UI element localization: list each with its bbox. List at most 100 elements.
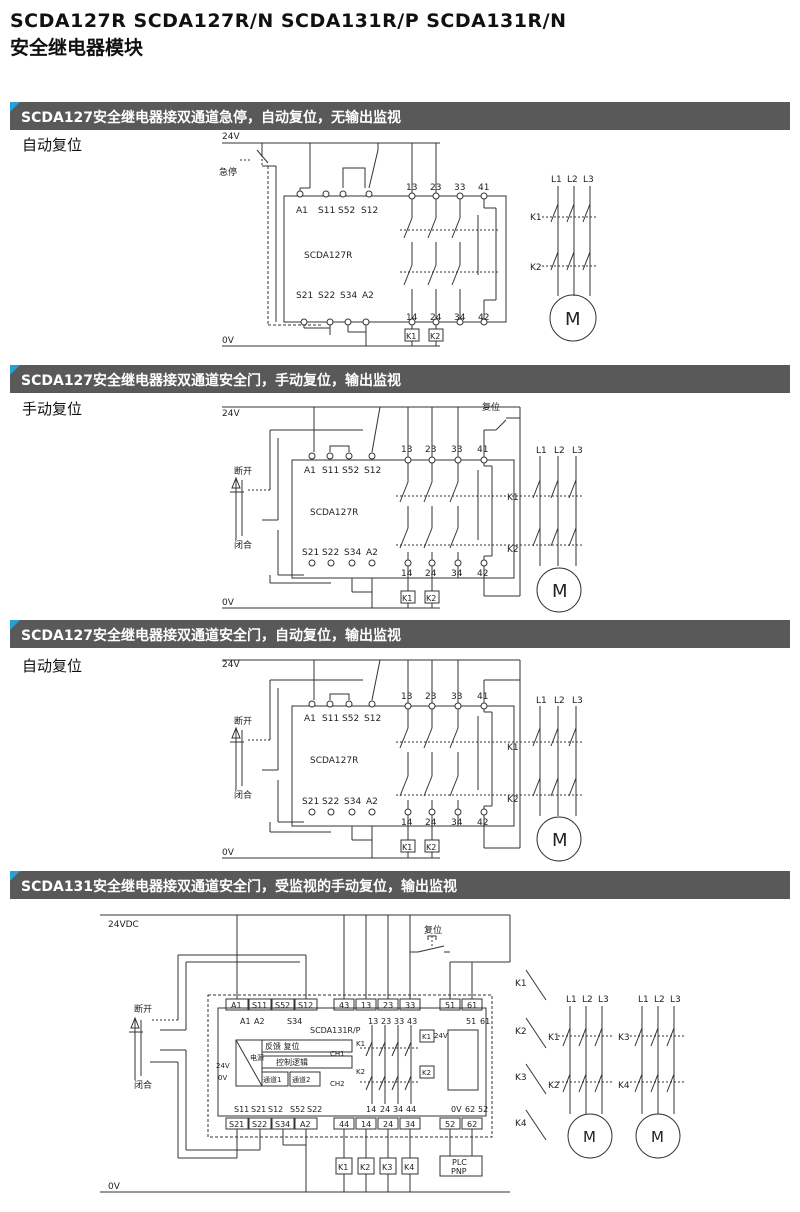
phase-label: L2: [554, 696, 565, 706]
contact-label: 14: [401, 818, 413, 828]
term-label: S11: [322, 714, 339, 724]
coil-box: [428, 328, 444, 342]
block-label: CH2: [330, 1080, 345, 1088]
section-title: SCDA127安全继电器接双通道安全门，自动复位，输出监视: [21, 628, 402, 644]
coil-label: K1: [338, 1163, 348, 1172]
coil-box: [424, 839, 440, 853]
term-label: S12: [364, 714, 381, 724]
term-label: 33: [405, 1001, 415, 1010]
module-label: SCDA127R: [310, 508, 358, 518]
contact-label: 33: [454, 183, 465, 193]
relay-module-box: [291, 705, 515, 827]
relay-module-box: [291, 459, 515, 579]
diagram-1: [222, 142, 597, 347]
contactor-label: K2: [515, 1027, 527, 1037]
module-label: SCDA131R/P: [310, 1026, 361, 1035]
coil-label: K2: [430, 332, 440, 341]
inner-term: 61: [480, 1017, 490, 1026]
term-label: 34: [405, 1120, 415, 1129]
inner-term: 0V: [451, 1105, 462, 1114]
phase-label: L1: [536, 696, 547, 706]
contact-label: 41: [477, 445, 488, 455]
inner-term: 51: [466, 1017, 476, 1026]
inner-term: 43: [407, 1017, 417, 1026]
coil-box: [424, 590, 440, 604]
term-label: S52: [275, 1001, 290, 1010]
contact-label: 13: [401, 445, 412, 455]
inner-term: 44: [406, 1105, 416, 1114]
inner-term: 24: [380, 1105, 390, 1114]
contact-label: 13: [406, 183, 417, 193]
term-label: 61: [467, 1001, 477, 1010]
coil-label: K4: [404, 1163, 414, 1172]
inner-term: 62: [465, 1105, 475, 1114]
plc-box: [439, 1155, 483, 1177]
inner-contactor: K1: [356, 1040, 365, 1048]
inner-term: S52: [290, 1105, 305, 1114]
term-label: S12: [298, 1001, 313, 1010]
page-subtitle: 安全继电器模块: [10, 37, 144, 59]
contact-label: 33: [451, 692, 462, 702]
phase-label: L2: [567, 175, 578, 185]
contactor-label: K1: [548, 1033, 560, 1043]
section-title: SCDA127安全继电器接双通道急停，自动复位，无输出监视: [21, 110, 402, 126]
contactor-label: K4: [515, 1119, 527, 1129]
contactor-label: K2: [507, 545, 519, 555]
term-label: A2: [362, 291, 374, 301]
section-bar-3: SCDA127安全继电器接双通道安全门，自动复位，输出监视: [10, 620, 790, 648]
term-label: 23: [383, 1001, 393, 1010]
phase-label: L2: [582, 995, 593, 1005]
contactor-label: K1: [530, 213, 542, 223]
ground-label: 0V: [222, 336, 235, 346]
contact-label: 23: [425, 692, 436, 702]
motor-label: M: [583, 1128, 596, 1146]
inner-term: S21: [251, 1105, 266, 1114]
phase-label: L3: [598, 995, 609, 1005]
section-bar-1: SCDA127安全继电器接双通道急停，自动复位，无输出监视: [10, 102, 790, 130]
term-label: A2: [300, 1120, 311, 1129]
term-label: 43: [339, 1001, 349, 1010]
phase-label: L1: [566, 995, 577, 1005]
contactor-label: K2: [548, 1081, 560, 1091]
block-label: 反馈 复位: [265, 1041, 300, 1051]
inner-term: 13: [368, 1017, 378, 1026]
block-label: 通道2: [292, 1075, 310, 1084]
motor-symbol: [536, 816, 582, 862]
coil-label: K2: [426, 594, 436, 603]
contactor-label: K2: [530, 263, 542, 273]
diagram-4: [100, 914, 684, 1193]
module-outline: [207, 994, 493, 1138]
reset-label: 复位: [424, 924, 442, 936]
term-label: S52: [338, 206, 355, 216]
term-label: A1: [231, 1001, 242, 1010]
contact-label: 34: [454, 313, 466, 323]
inner-term: 34: [393, 1105, 403, 1114]
contactor-label: K1: [507, 743, 519, 753]
ground-label: 0V: [222, 598, 235, 608]
coil-label: K1: [406, 332, 416, 341]
motor-symbol: [567, 1113, 613, 1159]
contactor-label: K3: [618, 1033, 630, 1043]
estop-label: 急停: [219, 166, 237, 178]
contact-label: 34: [451, 569, 463, 579]
term-label: 24: [383, 1120, 393, 1129]
coil-label: K2: [360, 1163, 370, 1172]
term-label: S34: [344, 797, 361, 807]
supply-label: 24V: [222, 132, 240, 142]
relay-module-box: [217, 1007, 487, 1117]
inner-relay: K2: [422, 1069, 431, 1077]
motor-symbol: [536, 567, 582, 613]
contactor-label: K1: [515, 979, 527, 989]
motor-label: M: [565, 309, 581, 330]
term-label: A2: [366, 548, 378, 558]
inner-term: 23: [381, 1017, 391, 1026]
inner-term: A2: [254, 1017, 265, 1026]
phase-label: L3: [583, 175, 594, 185]
contact-label: 24: [430, 313, 442, 323]
term-label: S12: [364, 466, 381, 476]
term-label: 14: [361, 1120, 371, 1129]
term-label: S21: [229, 1120, 244, 1129]
motor-label: M: [651, 1128, 664, 1146]
contactor-label: K2: [507, 795, 519, 805]
coil-label: K3: [382, 1163, 392, 1172]
